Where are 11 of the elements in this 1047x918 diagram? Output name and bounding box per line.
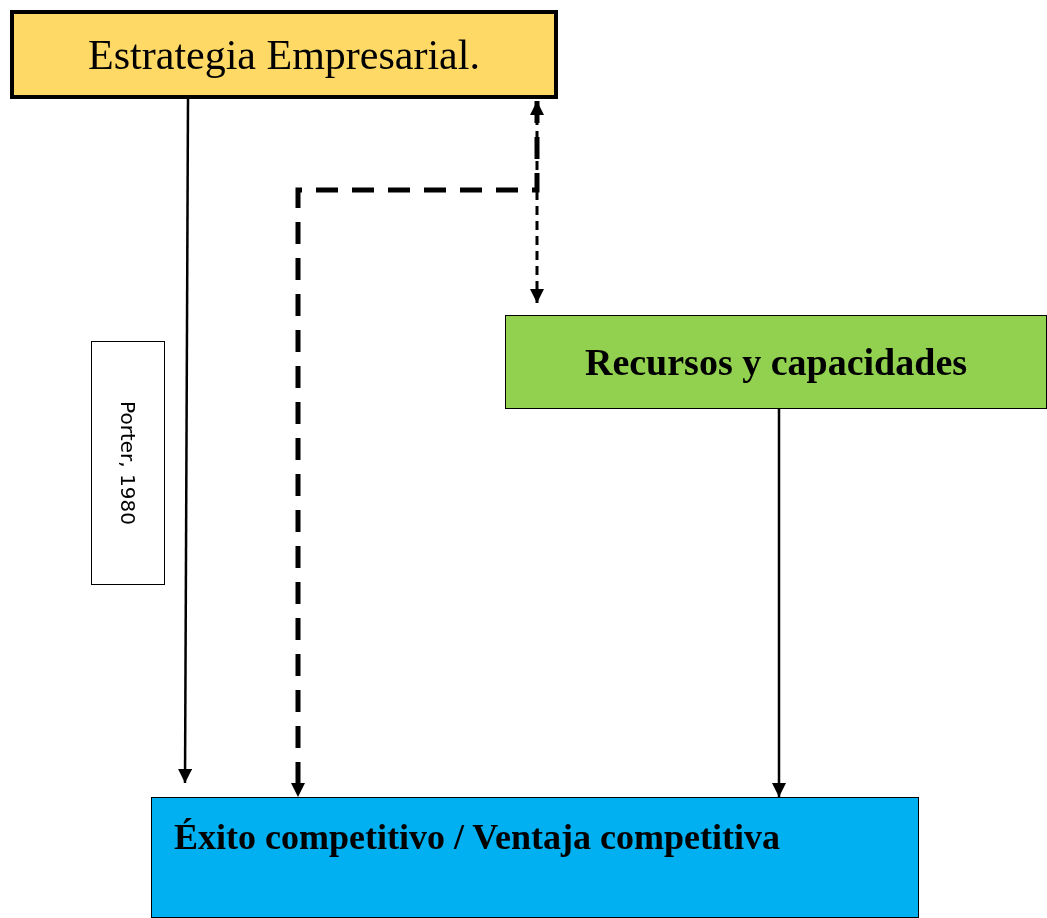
strategy-box: [10, 10, 558, 99]
citation-box: [91, 341, 165, 585]
arrow: [772, 409, 786, 797]
box-label: Éxito competitivo / Ventaja competitiva: [174, 816, 780, 858]
resources-box: [505, 315, 1047, 409]
box-label: Recursos y capacidades: [584, 340, 968, 384]
citation-text: Porter, 1980: [116, 401, 140, 525]
arrow: [178, 99, 193, 783]
arrow: [291, 101, 540, 797]
box-label: Estrategia Empresarial.: [88, 30, 480, 79]
success-box: [151, 797, 919, 918]
